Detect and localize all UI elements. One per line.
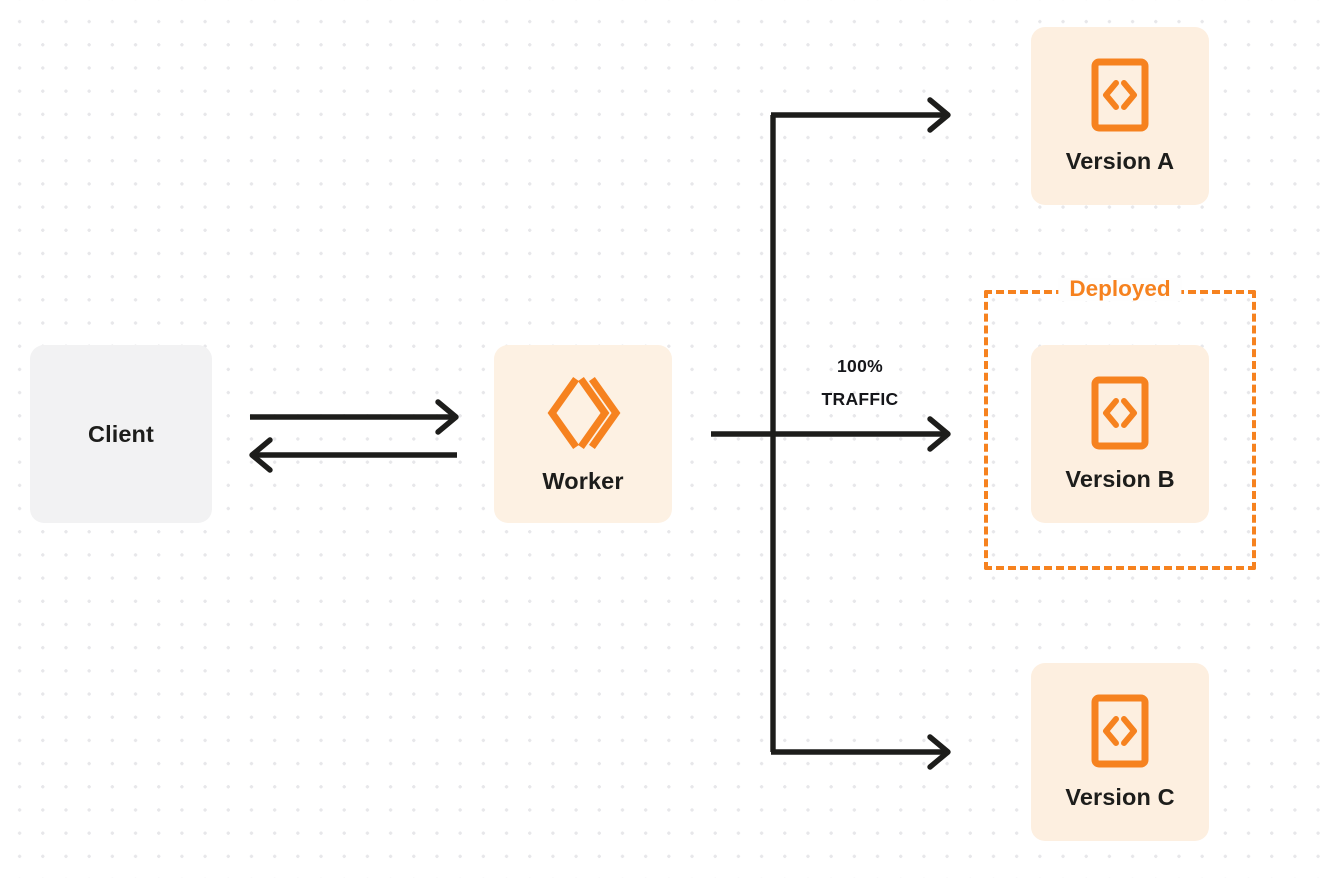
code-file-icon [1091, 694, 1149, 768]
code-file-icon [1091, 58, 1149, 132]
cloudflare-workers-logo-icon [544, 374, 622, 452]
node-version-c[interactable]: Version C [1031, 663, 1209, 841]
edge-worker-to-client [249, 437, 457, 473]
traffic-word: TRAFFIC [821, 389, 899, 409]
node-version-a[interactable]: Version A [1031, 27, 1209, 205]
deployed-group: Deployed [984, 277, 1256, 570]
node-version-b-label: Version B [1065, 465, 1175, 492]
deployed-group-label: Deployed [1058, 277, 1182, 301]
edge-worker-to-version-b [711, 416, 951, 452]
node-client[interactable]: Client [30, 345, 212, 523]
traffic-percent: 100% [837, 356, 883, 376]
node-version-b[interactable]: Version B [1031, 345, 1209, 523]
edge-worker-to-version-c [771, 734, 951, 770]
node-client-label: Client [88, 420, 154, 447]
traffic-label: 100% TRAFFIC [790, 350, 930, 416]
edge-client-to-worker [250, 399, 459, 435]
node-version-c-label: Version C [1065, 783, 1175, 810]
node-worker[interactable]: Worker [494, 345, 672, 523]
node-version-a-label: Version A [1065, 147, 1175, 174]
edge-worker-to-version-a [771, 97, 951, 133]
code-file-icon [1091, 376, 1149, 450]
node-worker-label: Worker [542, 467, 624, 494]
